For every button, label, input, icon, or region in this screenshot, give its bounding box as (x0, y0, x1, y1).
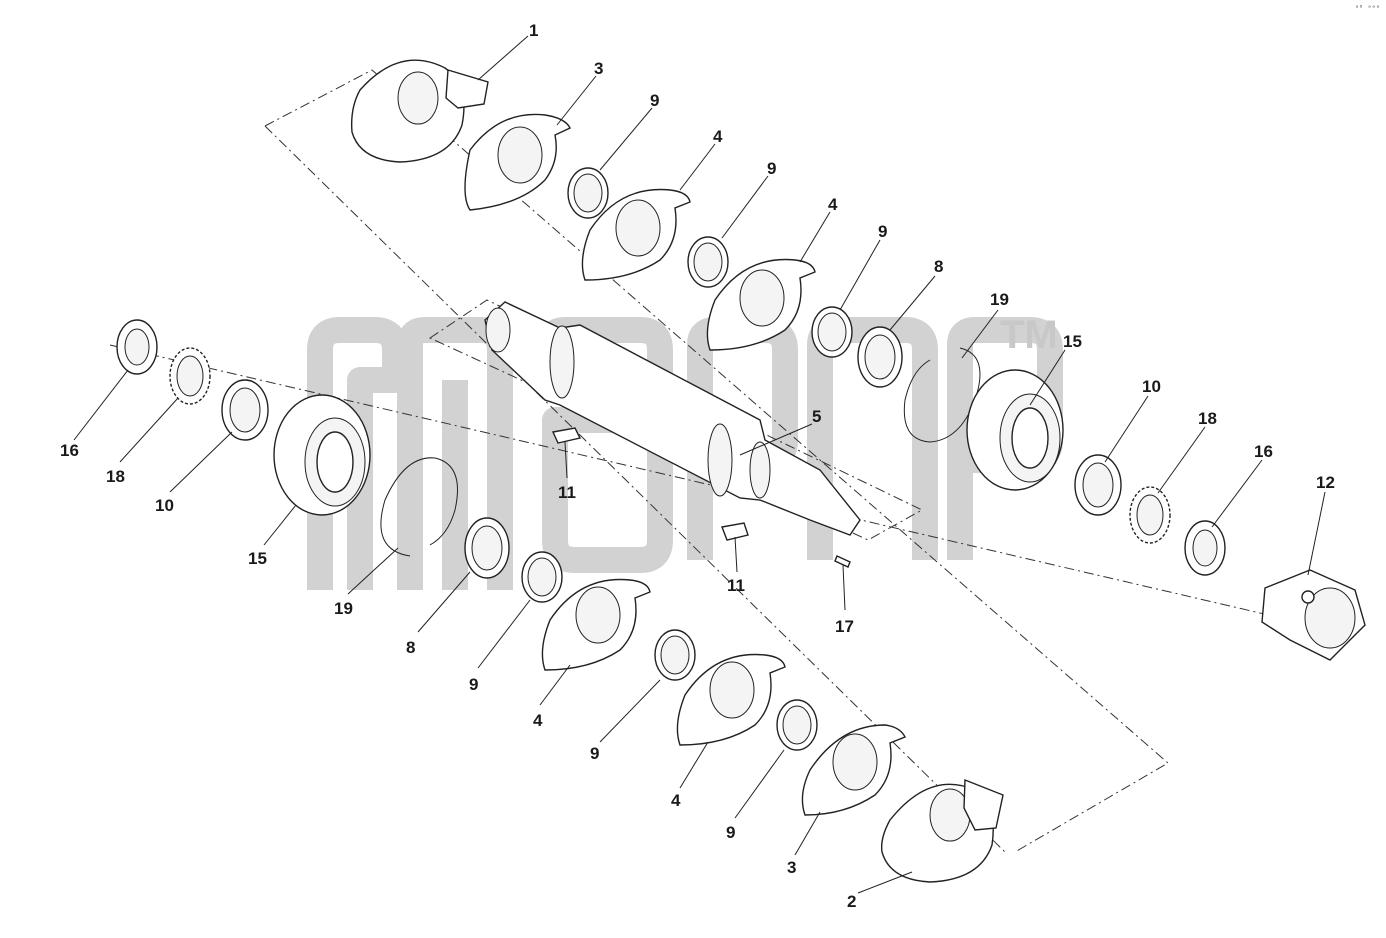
part-8-washer-lower (464, 517, 510, 579)
callout-9: 9 (878, 222, 887, 241)
part-9-ring-3 (811, 306, 853, 358)
part-11-key-1 (551, 427, 582, 444)
callout-19: 19 (334, 599, 353, 618)
part-3-cam-plate-lower (801, 724, 906, 816)
callout-9: 9 (590, 744, 599, 763)
callout-11: 11 (727, 576, 745, 595)
callout-15: 15 (248, 549, 267, 568)
callout-8: 8 (406, 638, 415, 657)
part-11-key-2 (721, 522, 749, 541)
part-9-ring-4 (521, 551, 563, 603)
part-16-nut-right (1184, 520, 1226, 576)
part-18-lockwasher-left (169, 347, 211, 405)
callout-18: 18 (106, 467, 125, 486)
part-9-ring-5 (654, 629, 696, 681)
callout-3: 3 (787, 858, 796, 877)
callout-19: 19 (990, 290, 1009, 309)
callout-4: 4 (533, 711, 543, 730)
callout-18: 18 (1198, 409, 1217, 428)
callout-11: 11 (558, 483, 576, 502)
part-5-shaft (484, 301, 861, 536)
part-12-sensor-housing (1261, 569, 1366, 661)
callout-1: 1 (529, 21, 538, 40)
part-1-cam-with-bracket (350, 59, 489, 163)
callout-4: 4 (828, 195, 838, 214)
part-9-ring-1 (567, 167, 609, 219)
watermark-trademark: TM (1000, 313, 1058, 357)
callout-2: 2 (847, 892, 856, 911)
part-4-cam-plate-1 (581, 188, 691, 281)
part-19-circlip-upper (903, 347, 981, 443)
part-10-washer-left (221, 379, 269, 441)
part-4-cam-plate-4 (676, 653, 786, 746)
part-19-circlip-left (380, 457, 458, 557)
part-17-pin (834, 555, 851, 568)
callout-labels: 1 3 9 4 9 4 9 8 19 15 10 18 16 12 5 11 1… (60, 21, 1335, 911)
callout-4: 4 (713, 127, 723, 146)
part-8-washer-upper (857, 326, 903, 388)
part-9-ring-6 (776, 699, 818, 751)
part-3-cam-plate-upper (464, 113, 571, 211)
callout-3: 3 (594, 59, 603, 78)
part-10-washer-right (1074, 454, 1122, 516)
callout-4: 4 (671, 791, 681, 810)
corner-reference: ᵃ⁰ ᵃᵃᵃ (1354, 4, 1380, 12)
callout-9: 9 (767, 159, 776, 178)
part-2-cam-with-bracket (880, 778, 1004, 883)
part-15-bearing-left (273, 394, 371, 516)
part-9-ring-2 (687, 236, 729, 288)
callout-10: 10 (1142, 377, 1161, 396)
callout-12: 12 (1316, 473, 1335, 492)
callout-17: 17 (835, 617, 854, 636)
part-4-cam-plate-2 (706, 258, 816, 351)
center-axis-line (109, 344, 1291, 621)
leader-lines (73, 35, 1326, 894)
callout-10: 10 (155, 496, 174, 515)
callout-15: 15 (1063, 332, 1082, 351)
part-4-cam-plate-3 (541, 578, 651, 671)
callout-9: 9 (726, 823, 735, 842)
part-15-bearing-upper (966, 369, 1064, 491)
callout-9: 9 (650, 91, 659, 110)
callout-8: 8 (934, 257, 943, 276)
callout-5: 5 (812, 407, 821, 426)
part-18-lockwasher-right (1129, 486, 1171, 544)
part-16-nut-left (116, 319, 158, 375)
callout-16: 16 (60, 441, 79, 460)
watermark-logo (307, 317, 1063, 640)
callout-16: 16 (1254, 442, 1273, 461)
callout-9: 9 (469, 675, 478, 694)
